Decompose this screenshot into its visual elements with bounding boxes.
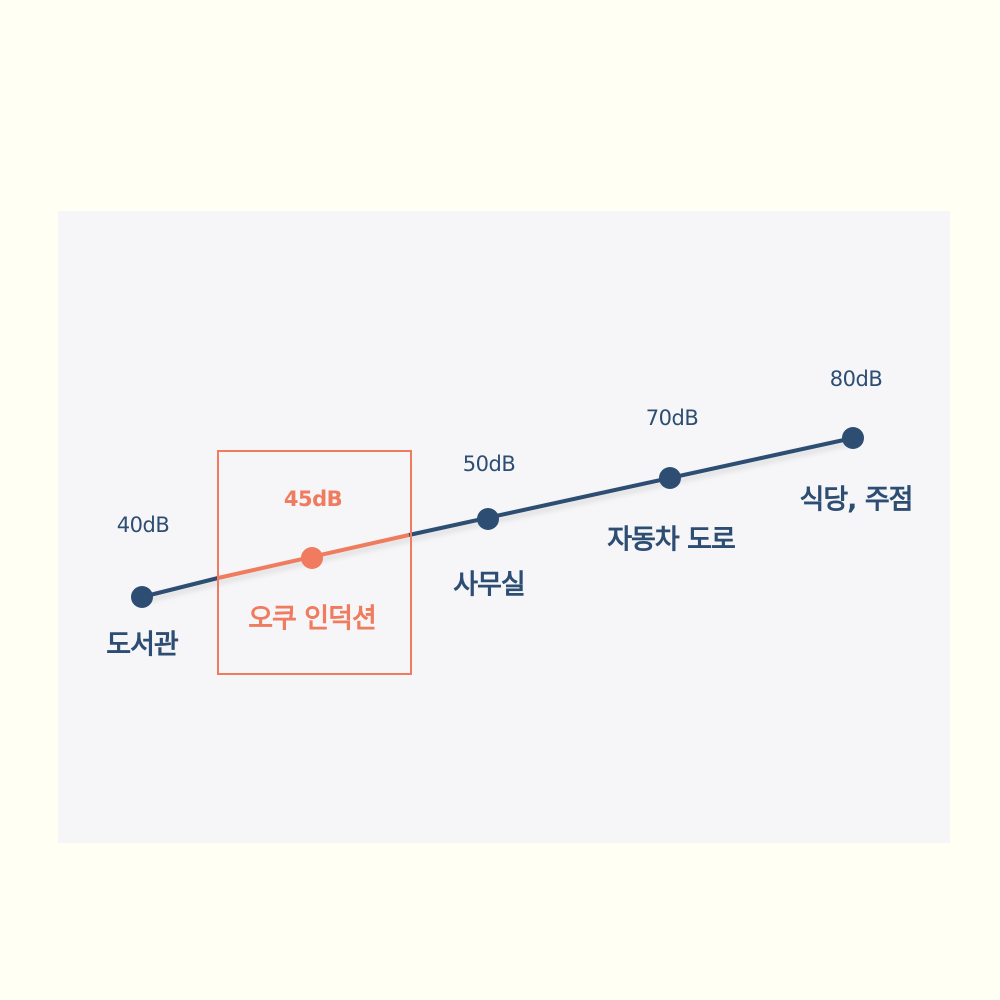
category-label: 자동차 도로 xyxy=(607,524,736,556)
category-label: 식당, 주점 xyxy=(799,484,913,516)
chart-panel xyxy=(58,211,950,843)
category-label: 사무실 xyxy=(453,569,526,601)
value-label: 50dB xyxy=(462,452,516,476)
value-label: 40dB xyxy=(116,513,170,537)
category-label-highlight: 오쿠 인덕션 xyxy=(248,603,377,635)
data-point-induction xyxy=(301,547,323,569)
value-label-highlight: 45dB xyxy=(283,487,343,511)
highlight-box xyxy=(217,450,412,675)
data-point-restaurant xyxy=(842,427,864,449)
data-point-road xyxy=(659,467,681,489)
value-label: 70dB xyxy=(645,406,699,430)
data-point-library xyxy=(131,586,153,608)
line-segment xyxy=(141,576,219,599)
data-point-office xyxy=(477,508,499,530)
value-label: 80dB xyxy=(829,367,883,391)
category-label: 도서관 xyxy=(106,629,179,661)
